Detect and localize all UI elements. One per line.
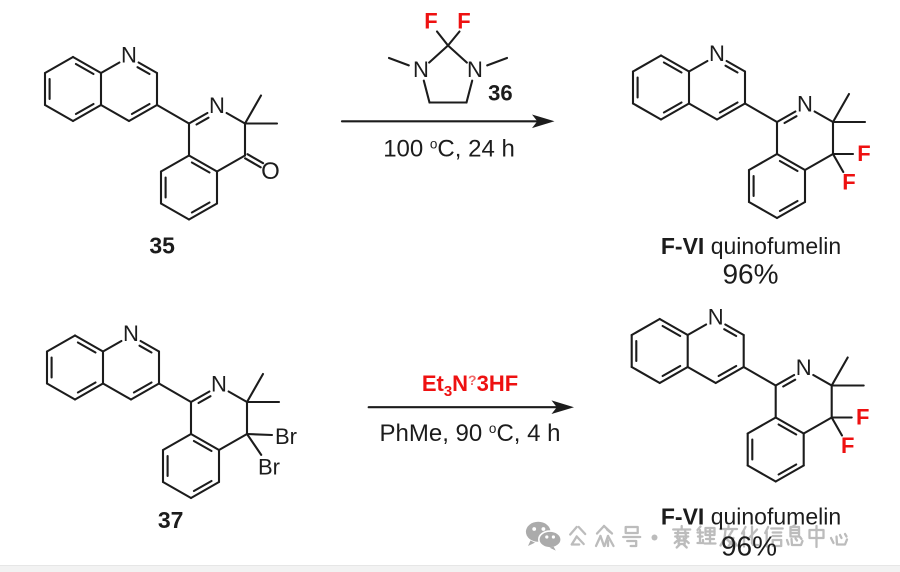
- svg-text:96%: 96%: [721, 531, 777, 562]
- svg-text:Et3N?3HF: Et3N?3HF: [422, 371, 518, 400]
- svg-text:N: N: [796, 355, 812, 380]
- svg-text:Br: Br: [258, 454, 280, 479]
- svg-text:N: N: [211, 372, 227, 397]
- svg-text:N: N: [209, 93, 225, 118]
- svg-text:F: F: [841, 433, 854, 458]
- svg-text:F-VI quinofumelin: F-VI quinofumelin: [661, 504, 841, 530]
- svg-text:36: 36: [488, 80, 512, 105]
- svg-text:N: N: [413, 57, 429, 82]
- svg-text:N: N: [121, 43, 137, 68]
- svg-text:100 oC, 24 h: 100 oC, 24 h: [383, 136, 515, 163]
- svg-text:F: F: [424, 8, 437, 33]
- svg-text:F: F: [856, 405, 869, 430]
- svg-text:35: 35: [149, 233, 175, 259]
- svg-text:O: O: [261, 158, 280, 185]
- svg-text:96%: 96%: [722, 258, 778, 289]
- svg-text:F: F: [457, 8, 470, 33]
- svg-text:37: 37: [158, 507, 184, 533]
- svg-text:N: N: [467, 57, 483, 82]
- svg-text:F-VI quinofumelin: F-VI quinofumelin: [661, 233, 841, 259]
- svg-text:N: N: [123, 321, 139, 346]
- svg-text:N: N: [709, 41, 725, 66]
- svg-text:N: N: [708, 305, 724, 330]
- svg-text:F: F: [842, 170, 855, 195]
- svg-text:N: N: [797, 92, 813, 117]
- svg-text:Br: Br: [275, 424, 297, 449]
- svg-text:F: F: [857, 141, 870, 166]
- svg-text:PhMe, 90 oC, 4 h: PhMe, 90 oC, 4 h: [380, 420, 561, 447]
